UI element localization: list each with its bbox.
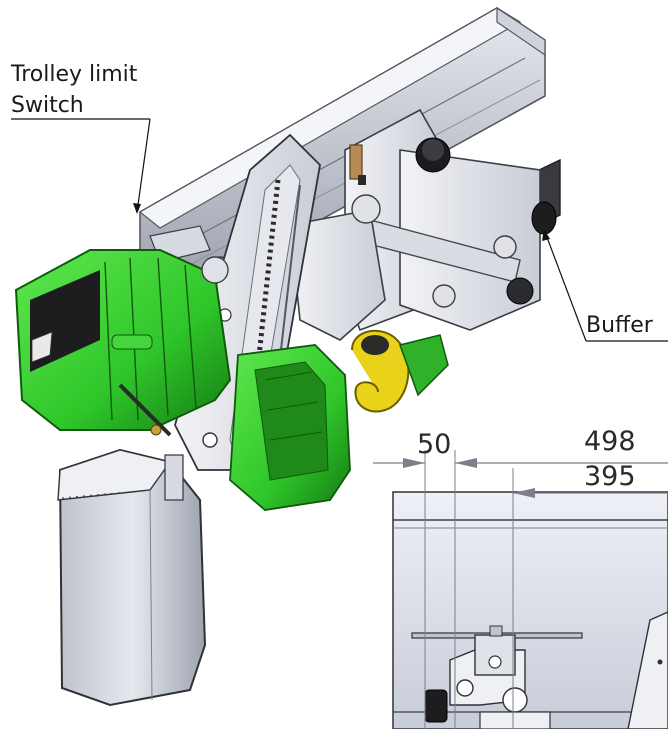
chain-box — [57, 448, 207, 707]
trolley-leader — [11, 118, 151, 214]
dimension-lines — [373, 450, 668, 729]
trolley-frame — [206, 108, 561, 341]
dimension-gap: 50 — [417, 429, 452, 460]
trolley-limit-label-line2: Switch — [11, 93, 84, 118]
gear-housing — [229, 344, 351, 511]
dimension-offset: 395 — [584, 461, 636, 492]
motor — [14, 249, 232, 437]
dimension-overall: 498 — [584, 426, 636, 457]
detail-view — [392, 491, 668, 729]
hook — [351, 329, 449, 413]
trolley-limit-label-line1: Trolley limit — [11, 62, 138, 87]
buffer-label: Buffer — [586, 313, 653, 338]
buffer-leader — [542, 229, 668, 342]
